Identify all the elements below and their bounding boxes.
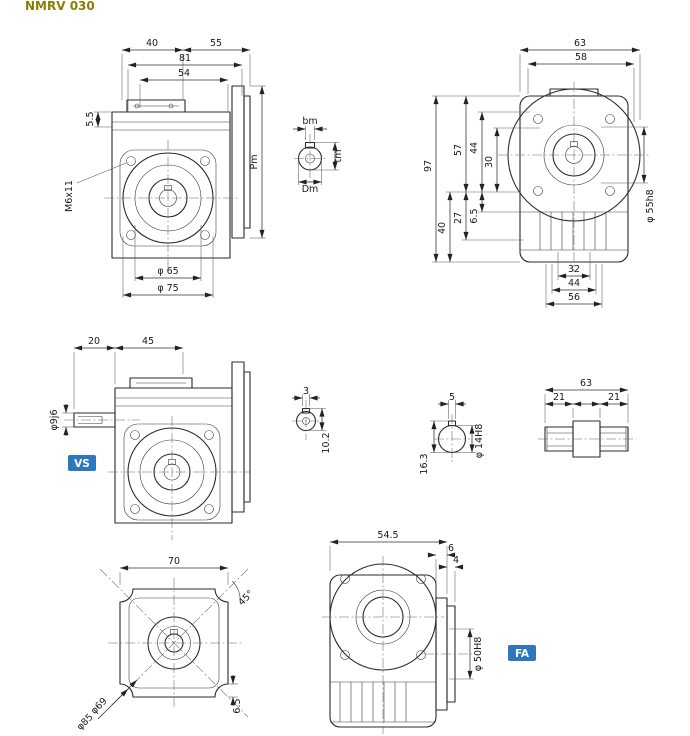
dim-bottom-69: φ69 xyxy=(89,696,110,717)
dim-front-m6x11: M6x11 xyxy=(64,180,75,212)
dim-bore-14h8: φ 14H8 xyxy=(474,424,485,459)
dim-fa-4: 4 xyxy=(453,555,459,566)
key-section-detail-linework xyxy=(292,394,326,440)
side-view-linework xyxy=(432,47,650,308)
dim-side-44b: 44 xyxy=(568,278,580,289)
dim-fa-6: 6 xyxy=(448,543,454,554)
dim-fa-54-5: 54.5 xyxy=(377,530,398,541)
vs-badge-label: VS xyxy=(74,458,90,470)
dim-side-97: 97 xyxy=(423,160,434,172)
dim-bore-5: 5 xyxy=(449,392,455,403)
dim-side-58: 58 xyxy=(575,52,587,63)
fa-badge: FA xyxy=(508,645,536,661)
dim-side-40: 40 xyxy=(437,222,448,234)
dim-bore-16-3: 16.3 xyxy=(419,453,430,474)
vs-view-linework xyxy=(62,345,251,540)
dim-side-30: 30 xyxy=(484,156,495,168)
output-shaft-view-linework xyxy=(538,387,636,458)
dim-key-10-2: 10.2 xyxy=(321,432,332,453)
dim-shaft-21a: 21 xyxy=(553,392,565,403)
dim-side-55h8: φ 55h8 xyxy=(645,189,656,222)
dim-side-32: 32 xyxy=(568,264,580,275)
dim-key-3: 3 xyxy=(303,386,309,397)
fa-badge-label: FA xyxy=(515,648,530,660)
dim-bottom-85: φ85 xyxy=(75,712,96,733)
dim-bm: bm xyxy=(302,116,317,127)
bore-section-detail-linework xyxy=(430,400,476,462)
page-header-partial: NMRV 030 xyxy=(25,0,95,13)
dim-front-5-5: 5.5 xyxy=(85,111,96,126)
dim-side-63: 63 xyxy=(574,38,586,49)
dim-vs-45: 45 xyxy=(142,336,154,347)
dim-bottom-6-5: 6.5 xyxy=(232,698,243,713)
vs-badge: VS xyxy=(68,455,96,471)
dim-front-pm: Pm xyxy=(249,155,260,170)
bottom-view-linework xyxy=(97,565,249,720)
dim-side-27: 27 xyxy=(453,212,464,224)
dim-front-40: 40 xyxy=(146,38,158,49)
dim-vs-9j6: φ9j6 xyxy=(49,410,60,431)
shaft-section-detail-linework xyxy=(293,126,339,188)
fa-badge-background xyxy=(508,645,536,661)
dim-front-d75: φ 75 xyxy=(157,283,178,294)
dim-shaft-63: 63 xyxy=(580,378,592,389)
dim-front-81: 81 xyxy=(179,53,191,64)
dim-shaft-21b: 21 xyxy=(608,392,620,403)
dim-side-56: 56 xyxy=(568,292,580,303)
dim-side-6-5: 6.5 xyxy=(469,208,480,223)
dim-dm: Dm xyxy=(302,184,319,195)
fa-view-linework xyxy=(322,539,474,734)
dim-front-d65: φ 65 xyxy=(157,266,178,277)
front-view-linework xyxy=(76,47,266,298)
vs-badge-background xyxy=(68,455,96,471)
dim-tm: tm xyxy=(333,150,344,163)
dim-fa-50h8: φ 50H8 xyxy=(473,637,484,672)
dim-front-54: 54 xyxy=(178,68,190,79)
dim-side-57: 57 xyxy=(453,144,464,156)
dim-bottom-45deg: 45° xyxy=(236,588,256,608)
dim-bottom-70: 70 xyxy=(168,556,180,567)
dim-side-44: 44 xyxy=(469,142,480,154)
dim-vs-20: 20 xyxy=(88,336,100,347)
dim-front-55: 55 xyxy=(210,38,222,49)
